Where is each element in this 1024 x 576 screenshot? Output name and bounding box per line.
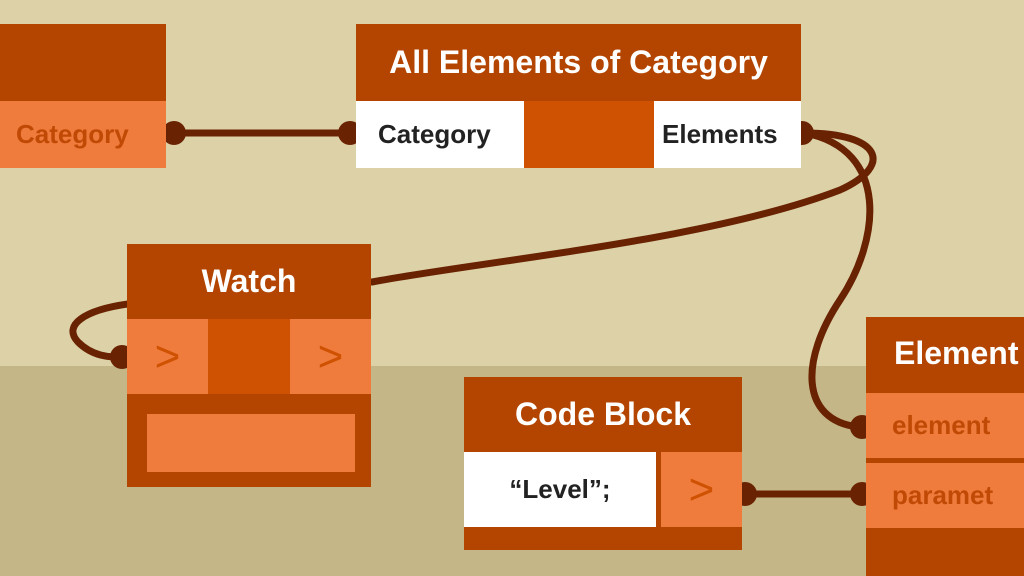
port-label: element: [892, 410, 991, 440]
node-title-text: Watch: [201, 263, 297, 299]
port-dot-left-category[interactable]: [162, 121, 186, 145]
port-label: Category: [16, 119, 129, 149]
port-label: Elements: [662, 119, 778, 149]
node-center: [208, 319, 290, 394]
node-title: Element: [866, 317, 1024, 390]
watch-output-display: [147, 414, 355, 472]
chevron-right-icon: >: [317, 331, 344, 381]
input-port-watch[interactable]: >: [127, 319, 208, 394]
input-port-parameter[interactable]: paramet: [866, 463, 1024, 528]
node-title-text: Code Block: [514, 396, 692, 432]
node-title-text: All Elements of Category: [389, 44, 768, 80]
code-editor[interactable]: “Level”;: [464, 452, 656, 527]
code-text: “Level”;: [509, 474, 611, 504]
node-title: All Elements of Category: [356, 24, 801, 101]
port-label: Category: [378, 119, 491, 149]
output-port-elements[interactable]: Elements: [654, 101, 801, 168]
output-port-code-block[interactable]: >: [661, 452, 742, 527]
node-header: [0, 24, 166, 101]
output-port-category[interactable]: Category: [0, 101, 166, 168]
chevron-right-icon: >: [154, 331, 181, 381]
wire-elements-to-element-node[interactable]: [801, 129, 874, 431]
wire-watch-loop[interactable]: [69, 300, 132, 361]
node-body: [524, 101, 654, 168]
node-title: Watch: [127, 244, 371, 319]
input-port-category[interactable]: Category: [356, 101, 524, 168]
chevron-right-icon: >: [688, 464, 715, 514]
port-label: paramet: [892, 480, 994, 510]
output-port-watch[interactable]: >: [290, 319, 371, 394]
node-title: Code Block: [464, 377, 742, 452]
wire-elements-to-watch[interactable]: [368, 129, 877, 286]
node-title-text: Element: [894, 335, 1019, 371]
input-port-element[interactable]: element: [866, 393, 1024, 458]
